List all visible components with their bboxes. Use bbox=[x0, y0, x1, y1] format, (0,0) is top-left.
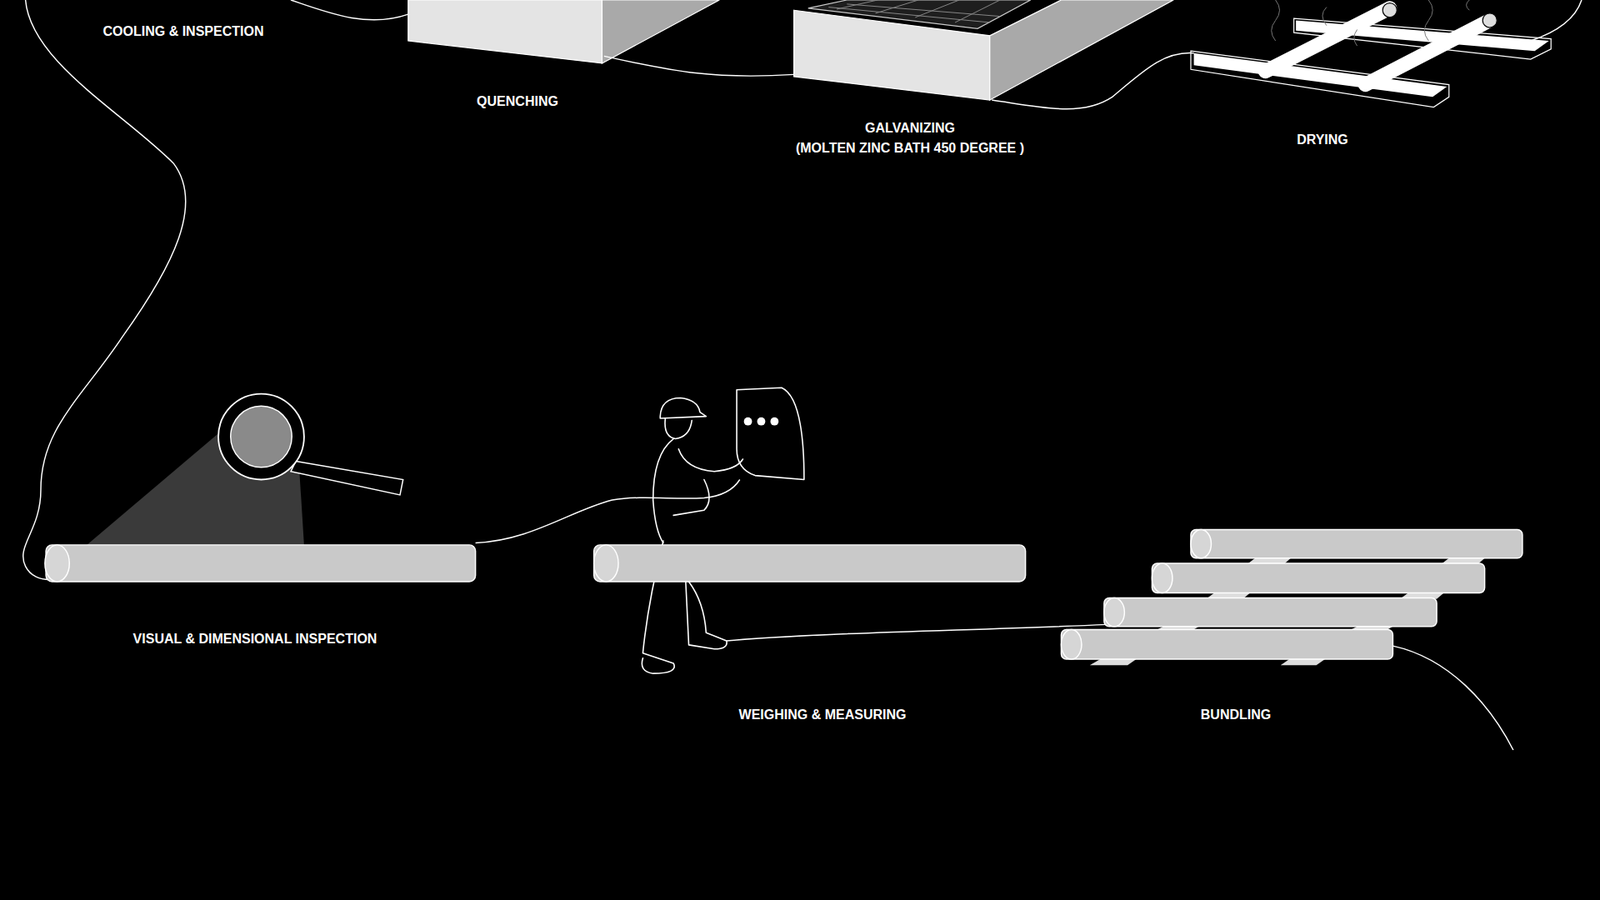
bath-side bbox=[990, 0, 1174, 100]
wire bbox=[726, 624, 1108, 641]
stage-label: WEIGHING & MEASURING bbox=[736, 705, 910, 724]
stage-label: (MOLTEN ZINC BATH 450 DEGREE ) bbox=[793, 139, 1027, 157]
tablet-dot bbox=[770, 417, 779, 426]
pipe bbox=[1104, 598, 1437, 627]
magnifier-lens bbox=[230, 405, 292, 467]
pipe-end bbox=[1482, 13, 1497, 28]
wire bbox=[1530, 0, 1582, 41]
tank-front bbox=[408, 0, 603, 64]
pipe bbox=[1060, 630, 1393, 660]
arm bbox=[673, 449, 743, 516]
process-wire bbox=[23, 0, 1582, 750]
drying-pipe bbox=[1365, 20, 1490, 85]
tablet bbox=[736, 387, 805, 480]
pipe bbox=[45, 545, 476, 582]
pipe-end bbox=[1382, 3, 1397, 18]
wire bbox=[991, 53, 1194, 110]
pipe bbox=[594, 545, 1026, 582]
magnifier-rim bbox=[218, 394, 305, 480]
pipe-end bbox=[1151, 563, 1172, 594]
wire bbox=[290, 0, 409, 20]
illustration-group bbox=[23, 0, 1582, 750]
wire bbox=[1392, 645, 1513, 750]
drying-pipe bbox=[1265, 8, 1390, 72]
stage-label: BUNDLING bbox=[1198, 705, 1274, 724]
pipe-end bbox=[594, 545, 619, 582]
magnifier-handle bbox=[290, 460, 404, 495]
stage-label: GALVANIZING bbox=[862, 119, 958, 137]
worker-figure bbox=[641, 387, 805, 674]
pipe-bundle bbox=[1060, 530, 1522, 666]
pipe-end bbox=[1190, 530, 1211, 559]
pipe-end bbox=[45, 545, 70, 582]
head bbox=[665, 418, 692, 439]
steam bbox=[1271, 0, 1470, 46]
tablet-dot bbox=[757, 417, 766, 426]
stage-label: COOLING & INSPECTION bbox=[100, 22, 267, 40]
stage-label: QUENCHING bbox=[474, 92, 561, 110]
pipe-end bbox=[1104, 598, 1125, 627]
stage-label: VISUAL & DIMENSIONAL INSPECTION bbox=[130, 630, 380, 648]
zinc-grid bbox=[828, 0, 1000, 23]
pipe bbox=[1151, 563, 1485, 594]
stage-label: DRYING bbox=[1294, 130, 1351, 149]
tablet-dot bbox=[744, 417, 753, 426]
tank-side bbox=[601, 0, 720, 64]
helmet bbox=[660, 398, 706, 419]
zinc-surface bbox=[808, 0, 1031, 29]
wire bbox=[604, 55, 795, 76]
pipe bbox=[1190, 530, 1523, 559]
torso bbox=[653, 439, 674, 544]
pipe-end bbox=[1060, 630, 1081, 660]
